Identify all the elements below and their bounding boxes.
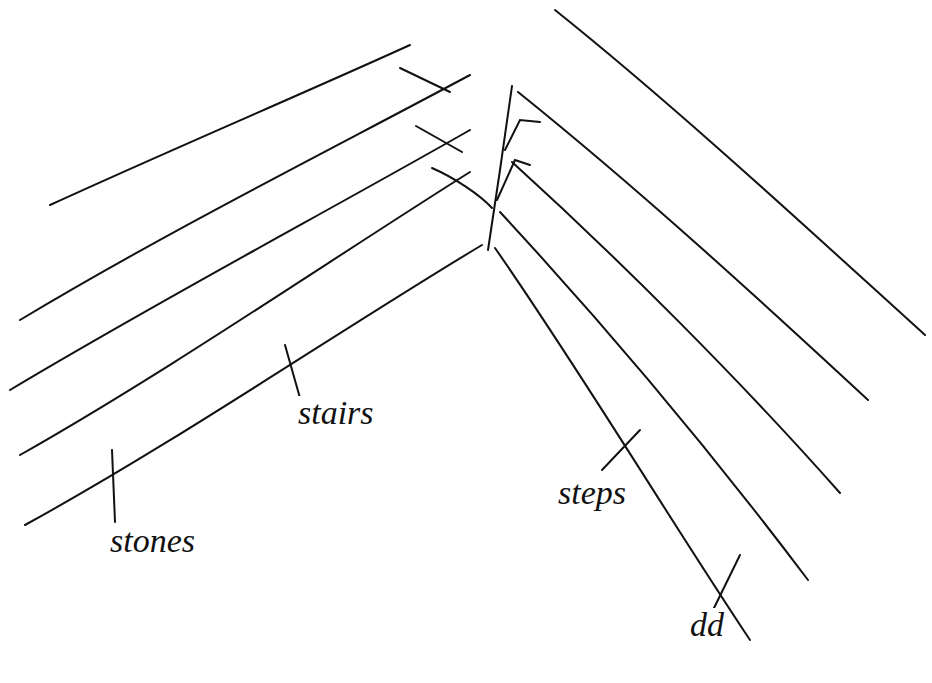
- step-edge: [500, 212, 808, 580]
- leader-line: [285, 345, 300, 398]
- part-label: stones: [108, 524, 197, 558]
- part-label: steps: [556, 476, 628, 510]
- stair-edge: [10, 130, 470, 390]
- tick-mark: [416, 126, 462, 152]
- leader-line: [714, 555, 740, 608]
- step-edge: [518, 92, 868, 400]
- stair-edge: [25, 245, 482, 525]
- corner-mark: [497, 160, 530, 200]
- stair-edge: [50, 45, 410, 205]
- step-edge: [555, 10, 925, 335]
- part-label: stairs: [296, 396, 376, 430]
- leader-line: [602, 430, 640, 470]
- leader-line: [112, 450, 115, 522]
- stair-edge: [20, 75, 470, 320]
- corner-mark: [505, 120, 540, 150]
- step-edge: [512, 162, 840, 493]
- tick-mark: [400, 68, 450, 92]
- stair-edge: [20, 172, 470, 455]
- corner-line: [488, 86, 512, 250]
- step-edge: [495, 248, 750, 640]
- part-label: dd: [688, 608, 726, 642]
- tick-mark: [432, 168, 492, 208]
